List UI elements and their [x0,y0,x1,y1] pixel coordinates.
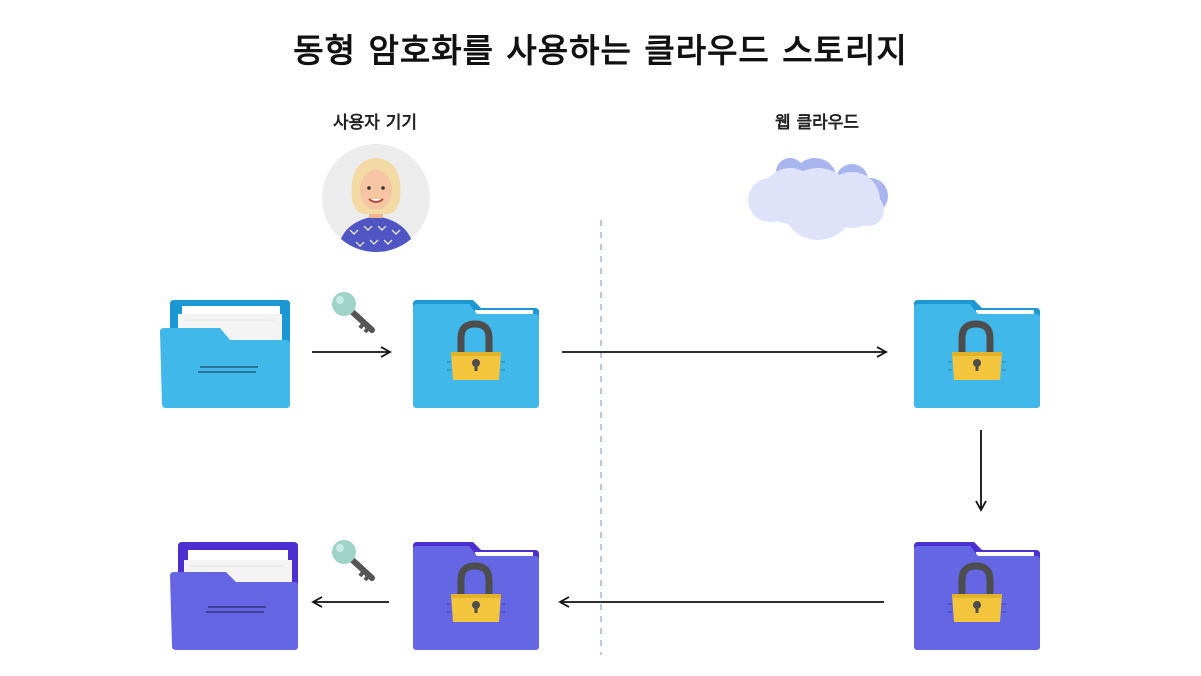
encrypted-folder-local-icon [413,300,539,408]
web-cloud-label: 웹 클라우드 [774,113,860,133]
decrypted-file-folder-icon [170,542,298,650]
user-avatar-icon [322,144,430,252]
encryption-key-icon [332,292,372,332]
plain-file-folder-icon [160,300,290,408]
encrypted-folder-cloud-icon [914,300,1040,408]
cloud-icon [748,158,888,240]
user-device-label: 사용자 기기 [332,113,418,133]
diagram-title: 동형 암호화를 사용하는 클라우드 스토리지 [293,31,908,70]
returned-encrypted-folder-icon [413,542,539,650]
computed-encrypted-folder-cloud-icon [914,542,1040,650]
decryption-key-icon [332,540,372,580]
